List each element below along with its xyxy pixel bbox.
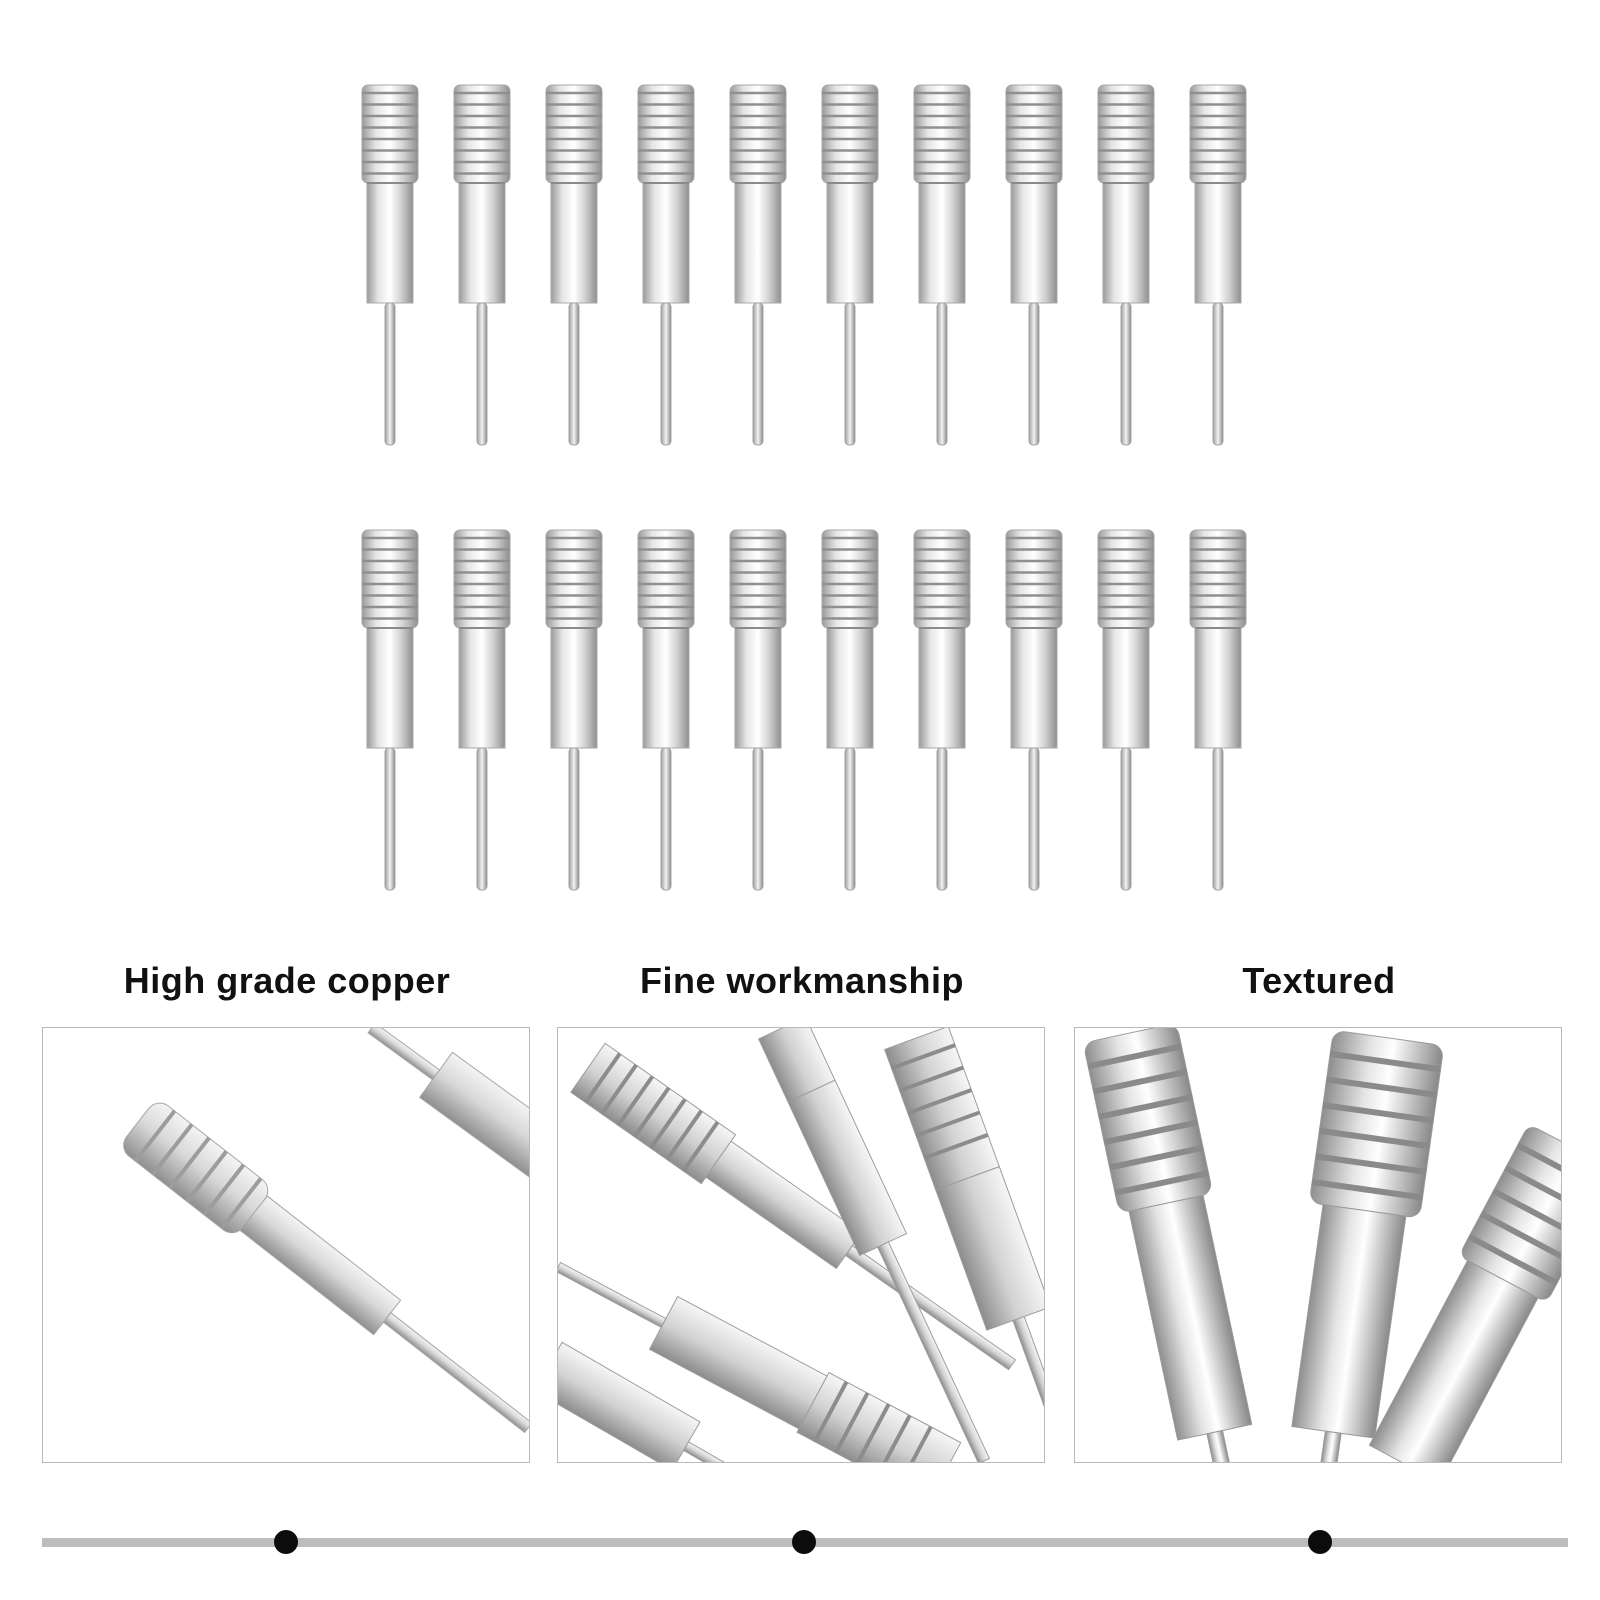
watch-pin [1189,84,1247,446]
watch-pin [637,529,695,891]
feature-image-fine-workmanship [557,1027,1045,1463]
pile-of-pins-image [558,1028,1044,1462]
feature-title-textured: Textured [1242,960,1396,1001]
timeline-dot [1308,1530,1332,1554]
feature-title-high-grade-copper: High grade copper [123,960,451,1001]
feature-image-high-grade-copper [42,1027,530,1463]
pin-closeup-image [123,1028,529,1434]
watch-pin [637,84,695,446]
watch-pin [821,84,879,446]
thread-texture-image [1084,1028,1561,1462]
feature-image-textured [1074,1027,1562,1463]
watch-pin [913,84,971,446]
watch-pin [453,84,511,446]
watch-pin [729,84,787,446]
watch-pin [1189,529,1247,891]
feature-title-fine-workmanship: Fine workmanship [639,960,965,1001]
watch-pin [913,529,971,891]
watch-pin [1097,529,1155,891]
watch-pin [361,529,419,891]
timeline-dot [792,1530,816,1554]
product-pins-grid [361,84,1247,891]
watch-pin [361,84,419,446]
watch-pin [545,84,603,446]
watch-pin [545,529,603,891]
watch-pin [729,529,787,891]
watch-pin [1097,84,1155,446]
watch-pin [1005,84,1063,446]
watch-pin [821,529,879,891]
watch-pin [1005,529,1063,891]
timeline-dot [274,1530,298,1554]
watch-pin [453,529,511,891]
